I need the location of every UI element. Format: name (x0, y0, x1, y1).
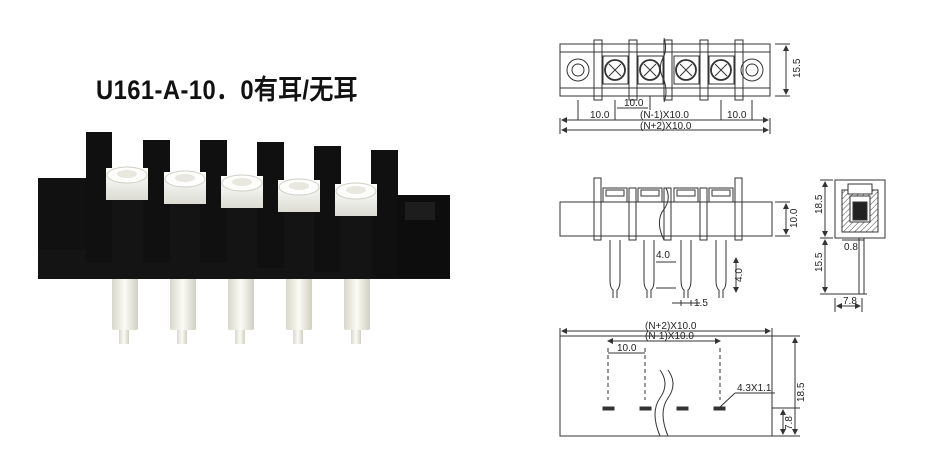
terminal-block-render (38, 132, 450, 344)
front-screw-4 (708, 187, 734, 203)
top-view-drawing (559, 37, 790, 134)
front-screw-3 (673, 187, 699, 203)
side-dim-depth: 7.8 (843, 296, 857, 307)
top-dim-left-ear: 10.0 (590, 110, 610, 121)
screw-1 (106, 166, 148, 200)
side-view-drawing (820, 179, 886, 312)
side-dim-pin-thickness: 0.8 (844, 242, 858, 253)
mount-hole-left (566, 58, 590, 82)
front-dim-pin-width: 1.5 (694, 298, 708, 309)
side-dim-pin-length: 15.5 (814, 252, 825, 272)
footprint-slot-1 (602, 406, 615, 411)
front-screw-1 (602, 187, 628, 203)
mount-hole-right (740, 58, 764, 82)
front-screw-2 (637, 187, 663, 203)
footprint-dim-height: 18.5 (796, 382, 807, 402)
screw-2 (164, 170, 206, 204)
top-dim-pitch: 10.0 (624, 98, 644, 109)
top-dim-n-minus-1: (N-1)X10.0 (640, 110, 689, 121)
screw-5 (335, 182, 377, 216)
front-view-drawing (559, 177, 790, 306)
left-ear (38, 178, 95, 250)
footprint-slot-2 (639, 406, 652, 411)
top-screw-1 (602, 55, 629, 85)
footprint-dim-offset: 7.8 (784, 416, 795, 430)
screw-3 (221, 174, 263, 208)
top-screw-2 (637, 55, 664, 85)
product-title: U161-A-10．0有耳/无耳 (96, 75, 358, 105)
barriers (86, 132, 398, 278)
footprint-slot-4 (713, 406, 726, 411)
front-dim-pin-tip-right: 4.0 (734, 268, 745, 282)
screw-4 (278, 178, 320, 212)
footprint-dim-slot: 4.3X1.1 (737, 383, 772, 394)
screw-terminals (106, 166, 377, 216)
front-dim-pin-tip-left: 4.0 (656, 250, 670, 261)
top-screw-4 (708, 55, 735, 85)
top-dim-right-ear: 10.0 (727, 110, 747, 121)
pcb-footprint-drawing (559, 328, 800, 437)
footprint-dim-pitch: 10.0 (617, 343, 637, 354)
footprint-dim-n-plus-2: (N+2)X10.0 (645, 321, 697, 332)
top-screw-3 (673, 55, 700, 85)
front-dim-body-height: 10.0 (789, 208, 800, 228)
top-dim-height: 15.5 (792, 58, 803, 78)
footprint-slot-3 (676, 406, 689, 411)
front-pins (609, 240, 727, 298)
footprint-dim-n-minus-1: (N-1)X10.0 (645, 331, 694, 342)
side-dim-total-height: 18.5 (814, 194, 825, 214)
top-dim-n-plus-2: (N+2)X10.0 (640, 121, 692, 132)
